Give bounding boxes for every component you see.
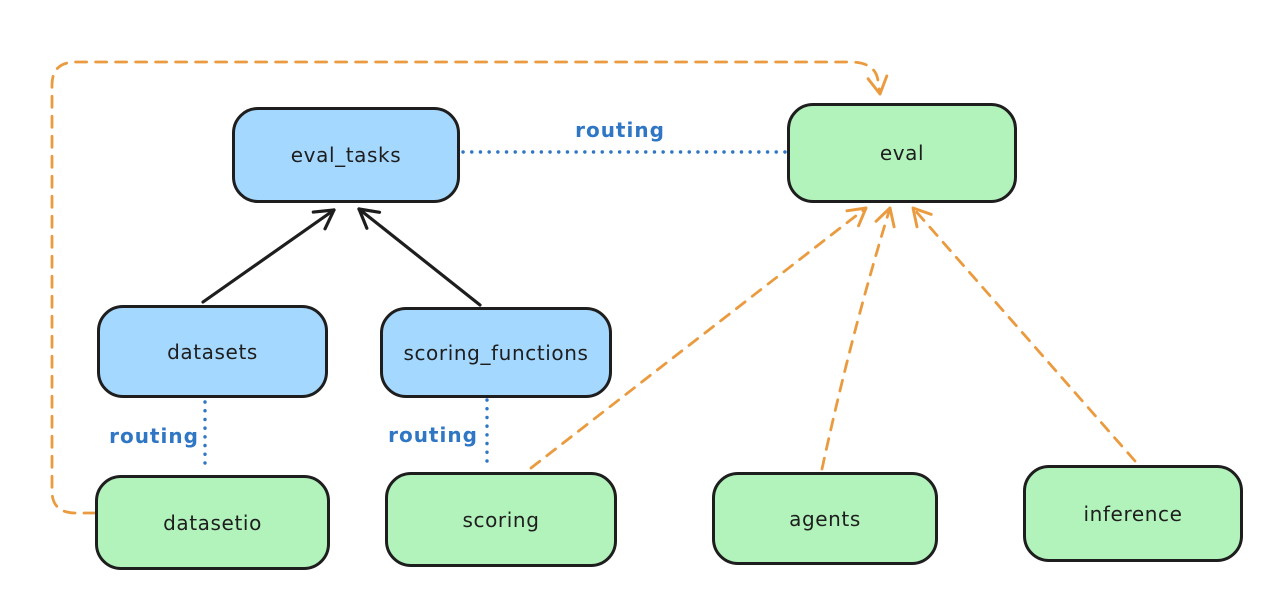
node-scoring-functions: scoring_functions [380,307,612,398]
node-inference: inference [1023,465,1243,562]
node-label: scoring_functions [403,340,589,365]
edge-label-routing-datasets: routing [109,424,199,448]
edge-scoring-functions-to-eval-tasks [357,207,482,307]
node-datasetio: datasetio [95,475,330,570]
node-label: datasetio [163,510,262,535]
node-label: eval [879,141,925,165]
node-eval-tasks: eval_tasks [232,107,460,203]
edge-agents-to-eval [820,206,896,471]
edge-label-routing-scoring: routing [388,423,478,447]
edge-label-routing-top: routing [575,118,665,142]
node-agents: agents [712,472,938,565]
edge-inference-to-eval [911,206,1137,463]
node-label: eval_tasks [290,143,402,167]
edge-datasets-to-eval-tasks [201,208,336,304]
node-eval: eval [787,103,1017,203]
node-scoring: scoring [385,472,617,567]
node-label: inference [1083,501,1183,526]
node-datasets: datasets [97,305,328,398]
node-label: scoring [462,507,540,532]
node-label: datasets [167,339,258,364]
node-label: agents [789,506,861,531]
